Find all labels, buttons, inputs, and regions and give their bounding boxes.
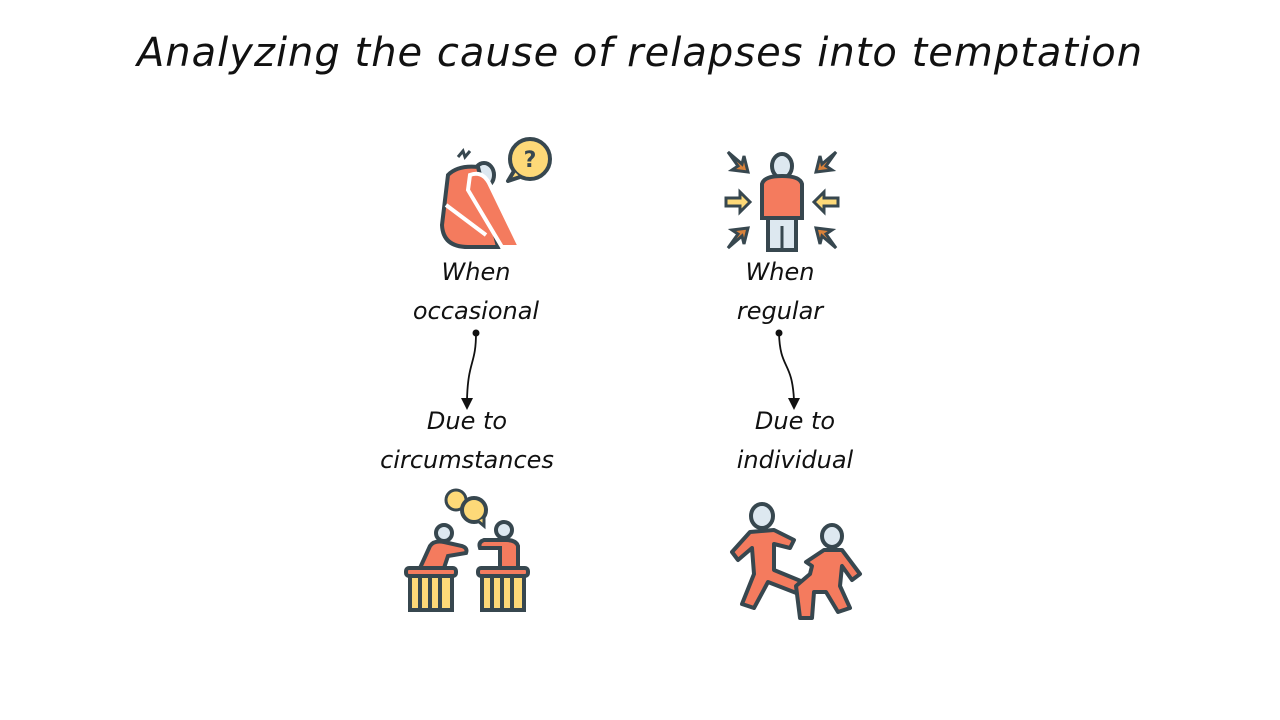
cause-circumstances: Due to circumstances xyxy=(337,402,597,480)
condition-line1: When xyxy=(745,258,815,286)
cause-line1: Due to xyxy=(754,407,836,435)
slide-title: Analyzing the cause of relapses into tem… xyxy=(136,30,1144,76)
cause-line2: circumstances xyxy=(380,446,554,474)
kicking-people-icon xyxy=(728,502,864,628)
cause-line1: Due to xyxy=(426,407,508,435)
cause-individual: Due to individual xyxy=(665,402,925,480)
condition-line1: When xyxy=(441,258,511,286)
condition-line2: occasional xyxy=(412,297,540,325)
cause-line2: individual xyxy=(736,446,854,474)
debate-podiums-icon xyxy=(404,488,530,618)
arrow-right xyxy=(775,329,800,410)
condition-occasional: When occasional xyxy=(346,253,606,331)
condition-line2: regular xyxy=(736,297,824,325)
svg-text:?: ? xyxy=(524,148,537,173)
arrow-left xyxy=(461,329,480,410)
pressured-person-icon xyxy=(724,148,840,256)
confused-person-icon: ? xyxy=(438,135,554,254)
condition-regular: When regular xyxy=(650,253,910,331)
